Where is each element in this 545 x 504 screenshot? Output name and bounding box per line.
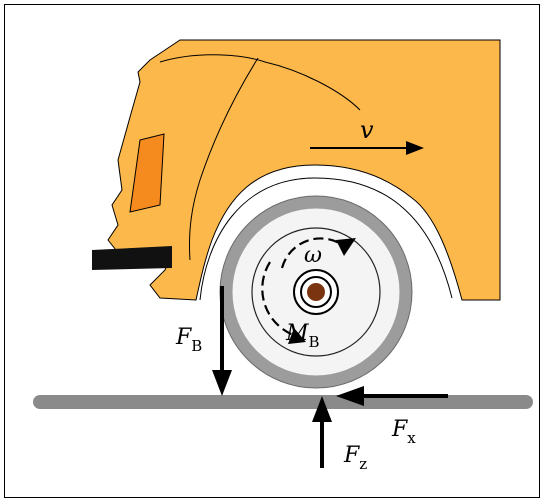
omega-arc-arrow — [280, 237, 345, 269]
hub-center — [307, 283, 325, 301]
brake-force-label: FB — [175, 325, 202, 355]
diagram-frame — [4, 4, 540, 498]
longitudinal-force-arrowhead — [336, 386, 364, 406]
vertical-force-label: Fz — [343, 443, 367, 473]
omega-label: ω — [304, 243, 322, 268]
vertical-force-arrowhead — [312, 396, 332, 422]
braking-moment-label: MB — [285, 321, 320, 351]
brake-force-arrowhead — [212, 370, 232, 396]
velocity-label: v — [360, 116, 374, 144]
body-crease-line — [159, 54, 361, 111]
fender-line — [189, 57, 259, 261]
indicator-light — [129, 133, 165, 213]
bumper — [92, 246, 172, 270]
rim-ring — [251, 227, 381, 357]
braking-moment-arc-arrow — [261, 261, 297, 338]
omega-arrowhead — [336, 238, 356, 256]
longitudinal-force-label: Fx — [391, 417, 416, 447]
braking-moment-arrowhead — [288, 328, 306, 344]
velocity-arrowhead — [406, 141, 424, 155]
wheel-arch-outline — [199, 177, 453, 301]
